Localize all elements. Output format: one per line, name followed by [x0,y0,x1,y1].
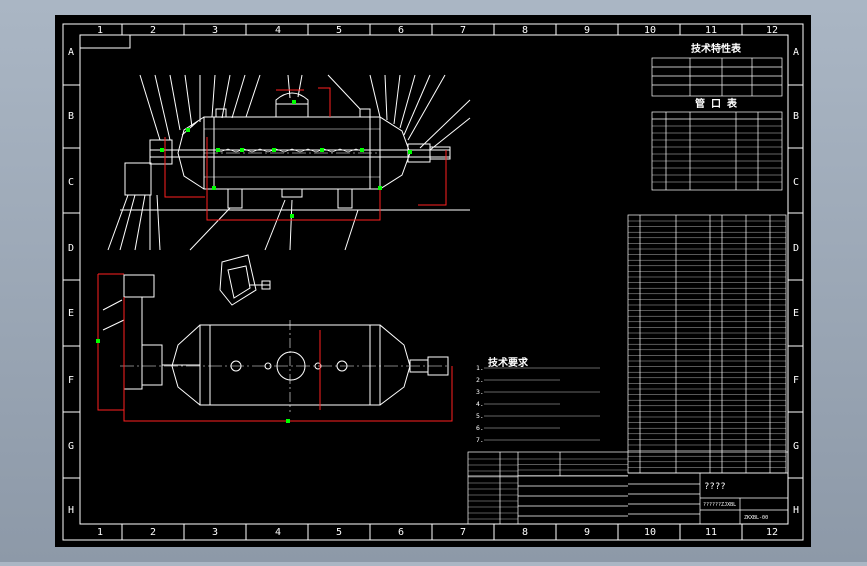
title-block-code: ??????ZJXBL [703,502,736,508]
nozzle-table [651,111,783,191]
column-label: 8 [522,527,528,538]
sheet-background [55,15,811,547]
column-label: 10 [644,527,656,538]
column-label: 11 [705,527,717,538]
row-label: A [793,47,799,58]
column-label: 6 [398,25,404,36]
tech-requirement-item: 7. [476,436,484,444]
row-label: H [68,505,74,516]
column-label: 3 [212,527,218,538]
row-label: F [793,375,799,386]
tech-requirements-title: 技术要求 [488,356,529,369]
column-label: 4 [275,527,281,538]
tech-requirement-item: 5. [476,412,484,420]
row-label: A [68,47,74,58]
title-block-rows [468,458,628,520]
column-label: 11 [705,25,717,36]
row-label: F [68,375,74,386]
plan-markers [96,339,290,423]
row-label: E [793,308,799,319]
column-label: 1 [97,25,103,36]
column-label: 1 [97,527,103,538]
row-label: D [68,243,74,254]
column-label: 10 [644,25,656,36]
column-label: 6 [398,527,404,538]
row-label: E [68,308,74,319]
corner-stamp [80,35,131,49]
drawing-number: ZKXBL-00 [744,515,768,521]
row-label: G [68,441,74,452]
column-label: 4 [275,25,281,36]
column-label: 7 [460,527,466,538]
row-labels-right: A B C D E F G H [793,47,799,516]
elevation-markers [160,100,412,218]
column-label: 5 [336,527,342,538]
technical-spec-table [651,57,783,97]
column-label: 2 [150,25,156,36]
elevation-view [107,74,471,251]
column-label: 3 [212,25,218,36]
technical-table-title: 技术特性表 [691,42,742,55]
column-label: 7 [460,25,466,36]
row-label: D [793,243,799,254]
column-label: 8 [522,25,528,36]
column-label: 12 [766,25,778,36]
row-label: G [793,441,799,452]
column-label: 9 [584,527,590,538]
parts-list-rows [628,220,786,468]
nozzle-table-rows [652,125,782,183]
column-label: 5 [336,25,342,36]
tech-requirement-item: 3. [476,388,484,396]
column-label: 12 [766,527,778,538]
elevation-hidden-lines [164,87,447,221]
technical-requirements: 技术要求 1. 2. 3. 4. 5. 6. 7. [476,356,600,444]
zone-ticks [63,24,803,540]
row-label: C [793,177,799,188]
row-label: B [68,111,74,122]
plan-view [102,274,450,412]
nozzle-table-title: 管 口 表 [695,97,738,110]
parts-list-table [627,214,787,474]
column-label: 9 [584,25,590,36]
row-label: H [793,505,799,516]
row-label: B [793,111,799,122]
section-detail-view [219,254,271,306]
tech-requirement-item: 2. [476,376,484,384]
tech-requirement-item: 6. [476,424,484,432]
tech-requirement-item: 1. [476,364,484,372]
column-label: 2 [150,527,156,538]
outer-border [62,23,804,541]
title-block-name: ???? [704,482,726,492]
tech-requirement-item: 4. [476,400,484,408]
title-block [467,451,789,525]
row-labels-left: A B C D E F G H [68,47,74,516]
row-label: C [68,177,74,188]
